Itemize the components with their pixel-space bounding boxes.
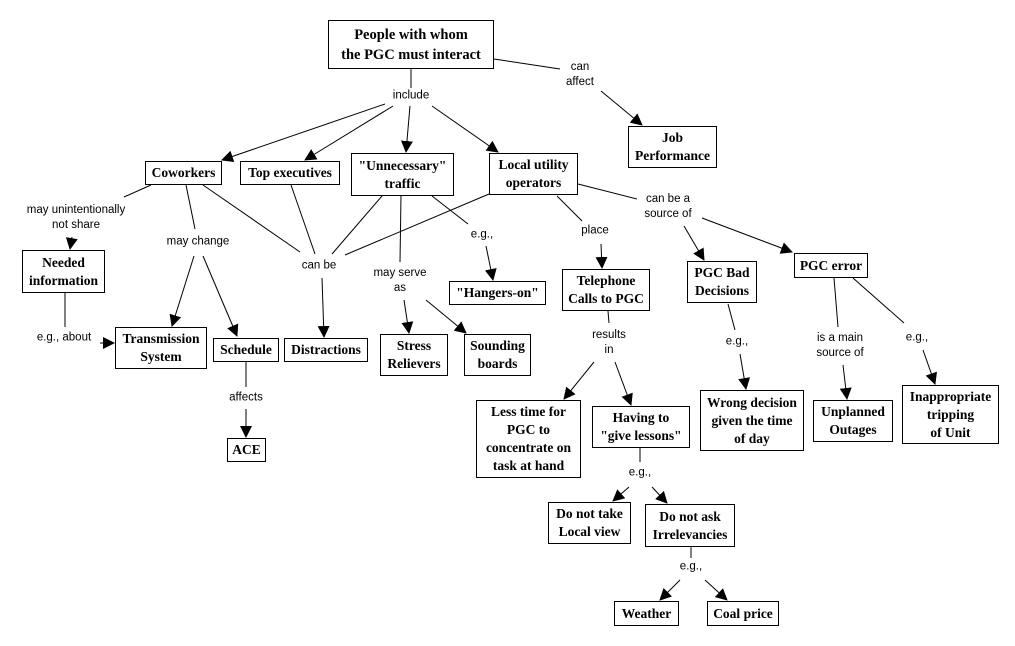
link-can-be-a-source-of: can be a source of bbox=[644, 192, 692, 222]
concept-weather: Weather bbox=[614, 601, 679, 626]
link-can-affect: can affect bbox=[566, 60, 594, 90]
connector-eg-hangers bbox=[484, 245, 497, 281]
concept-unplanned-outages: Unplanned Outages bbox=[813, 400, 893, 442]
concept-coal-price: Coal price bbox=[707, 601, 779, 626]
connector-root-can-affect bbox=[493, 58, 561, 70]
concept-schedule: Schedule bbox=[213, 338, 279, 362]
concept-transmission-system: Transmission System bbox=[115, 327, 207, 369]
connector-may-change-schedule bbox=[202, 255, 239, 337]
connector-may-serve-stress bbox=[401, 299, 414, 334]
connector-not-share-needed-info bbox=[65, 236, 78, 250]
connector-traffic-can-be bbox=[331, 195, 383, 255]
link-eg-about: e.g., about bbox=[36, 330, 92, 346]
concept-root: People with whom the PGC must interact bbox=[328, 20, 494, 69]
concept-wrong-decision: Wrong decision given the time of day bbox=[700, 390, 804, 451]
link-affects: affects bbox=[229, 390, 263, 406]
concept-local-view: Do not take Local view bbox=[548, 502, 631, 544]
concept-pgc-error: PGC error bbox=[794, 253, 868, 278]
link-include: include bbox=[392, 88, 430, 104]
connector-eg-weather bbox=[659, 579, 681, 601]
connector-source-error bbox=[701, 217, 793, 254]
connector-eg-inappropriate bbox=[922, 349, 937, 385]
link-eg-bad-decisions: e.g., bbox=[725, 334, 749, 350]
connector-traffic-may-serve bbox=[399, 195, 402, 263]
connector-traffic-eg bbox=[431, 195, 469, 225]
connector-coworkers-not-share bbox=[123, 184, 152, 198]
connector-can-affect-job bbox=[600, 90, 643, 126]
link-can-be: can be bbox=[301, 258, 337, 274]
connector-results-less-time bbox=[563, 361, 595, 400]
connector-telephone-results bbox=[607, 310, 610, 324]
connector-include-local-utility bbox=[431, 105, 499, 153]
link-eg-lessons: e.g., bbox=[628, 465, 652, 481]
connector-bad-decisions-eg bbox=[727, 303, 736, 331]
connector-source-bad-decisions bbox=[683, 225, 705, 261]
connector-include-unnecessary-traffic bbox=[400, 105, 413, 153]
concept-top-executives: Top executives bbox=[240, 161, 340, 185]
connector-eg-irrelevancies bbox=[651, 486, 668, 504]
concept-distractions: Distractions bbox=[284, 338, 368, 362]
link-eg-irrelevancies: e.g., bbox=[679, 559, 703, 575]
concept-coworkers: Coworkers bbox=[145, 161, 222, 185]
connector-may-serve-sounding bbox=[425, 299, 467, 334]
connector-main-source-unplanned bbox=[839, 364, 852, 400]
link-may-serve-as: may serve as bbox=[373, 266, 427, 296]
concept-give-lessons: Having to "give lessons" bbox=[592, 406, 690, 448]
connector-eg-coal bbox=[704, 579, 728, 601]
link-may-unintentionally-not-share: may unintentionally not share bbox=[26, 203, 126, 233]
concept-irrelevancies: Do not ask Irrelevancies bbox=[645, 504, 735, 547]
link-place: place bbox=[581, 223, 609, 239]
link-may-change: may change bbox=[166, 234, 230, 250]
link-results-in: results in bbox=[592, 328, 626, 358]
concept-telephone-calls: Telephone Calls to PGC bbox=[562, 269, 650, 311]
connector-local-utility-can-be bbox=[344, 193, 490, 256]
connector-may-change-transmission bbox=[169, 255, 195, 327]
connector-coworkers-can-be bbox=[202, 184, 301, 253]
concept-sounding-boards: Sounding boards bbox=[464, 334, 531, 376]
connector-error-eg bbox=[852, 277, 905, 324]
concept-unnecessary-traffic: "Unnecessary" traffic bbox=[351, 153, 454, 196]
connector-local-utility-source bbox=[577, 183, 638, 200]
connector-top-exec-can-be bbox=[290, 184, 316, 255]
connector-eg-local-view bbox=[612, 486, 630, 502]
concept-local-utility-operators: Local utility operators bbox=[489, 153, 578, 195]
concept-hangers-on: "Hangers-on" bbox=[449, 281, 546, 305]
connector-include-top-executives bbox=[304, 105, 394, 161]
concept-job-performance: Job Performance bbox=[628, 126, 717, 168]
connector-eg-wrong-decision bbox=[738, 353, 751, 390]
concept-ace: ACE bbox=[227, 438, 266, 462]
connector-include-coworkers bbox=[221, 103, 386, 163]
connector-error-main-source bbox=[833, 277, 839, 328]
concept-pgc-bad-decisions: PGC Bad Decisions bbox=[687, 261, 757, 303]
concept-needed-information: Needed information bbox=[22, 250, 105, 293]
link-is-a-main-source-of: is a main source of bbox=[816, 331, 864, 361]
concept-inappropriate-tripping: Inappropriate tripping of Unit bbox=[902, 385, 999, 444]
link-eg-error: e.g., bbox=[905, 330, 929, 346]
concept-stress-relievers: Stress Relievers bbox=[380, 334, 448, 376]
connector-local-utility-place bbox=[556, 195, 583, 222]
link-eg-hangers: e.g., bbox=[470, 227, 494, 243]
connector-results-lessons bbox=[614, 361, 633, 406]
concept-less-time: Less time for PGC to concentrate on task… bbox=[476, 400, 581, 478]
connector-can-be-distractions bbox=[317, 277, 330, 338]
connector-coworkers-may-change bbox=[185, 184, 196, 230]
connector-place-telephone bbox=[595, 243, 608, 269]
